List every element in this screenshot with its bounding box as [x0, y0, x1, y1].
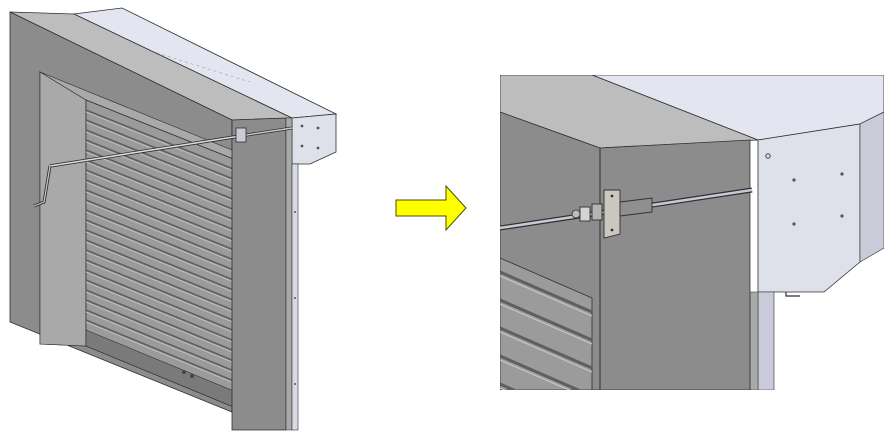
shutter-slat-highlight [85, 301, 237, 365]
shutter-slat-groove [85, 179, 237, 242]
guide-rail-screw [294, 383, 296, 385]
detail-box-bolt [840, 214, 844, 218]
shutter-slat-groove [85, 169, 237, 232]
shutter-slat-highlight [85, 321, 237, 385]
detail-box-side [859, 111, 884, 263]
detail-slat-highlight [500, 331, 593, 373]
arrow-icon [395, 184, 467, 232]
shutter-slat-groove [85, 209, 237, 272]
shutter-slat-highlight [85, 161, 237, 223]
shutter-slat-highlight [85, 251, 237, 314]
roller-box-bolt [300, 124, 304, 128]
shutter-slat-groove [85, 189, 237, 252]
detail-slat-groove [500, 326, 593, 370]
shutter-slat-groove [85, 219, 237, 282]
detail-nut [579, 206, 591, 222]
shutter-slat-groove [85, 149, 237, 212]
wall-right-pier-front [231, 117, 287, 431]
shutter-slat-highlight [85, 201, 237, 264]
detail-slat-highlight [500, 275, 593, 317]
shutter-slat-highlight [85, 131, 237, 193]
overview-panel [9, 7, 338, 431]
shutter-slat-groove [85, 139, 237, 202]
shutter-slat-groove [85, 279, 237, 343]
shutter-slats [85, 109, 237, 385]
opening-reveal-left [39, 71, 87, 347]
bottom-rail-lock [190, 374, 194, 378]
roller-box-bolt [316, 146, 320, 150]
detail-box-hook [785, 292, 800, 297]
crank-bracket [235, 127, 247, 143]
detail-panel [500, 75, 884, 390]
detail-shutter-slats [500, 270, 593, 390]
drive-shaft-highlight [239, 127, 293, 137]
detail-bracket-plate [603, 189, 621, 239]
detail-pier-face [749, 291, 759, 390]
detail-pier [757, 291, 775, 390]
shutter-slat-highlight [85, 271, 237, 334]
shutter-slat-groove [85, 289, 237, 353]
shutter-slat-groove [85, 299, 237, 363]
detail-wall-side [599, 139, 751, 390]
shutter-slat-highlight [85, 121, 237, 183]
roller-box-end [291, 113, 337, 165]
shutter-slat-highlight [85, 211, 237, 274]
shutter-slat-groove [85, 109, 237, 171]
bottom-rail-lock [182, 370, 186, 374]
shutter-slat-groove [85, 129, 237, 192]
shutter-slat-highlight [85, 281, 237, 344]
detail-slat-highlight [500, 359, 571, 390]
detail-slat-highlight [500, 387, 507, 390]
shutter-slat-highlight [85, 261, 237, 324]
shutter-slat-groove [85, 249, 237, 313]
crank-rod-highlight [49, 135, 241, 167]
shutter-slat-groove [85, 309, 237, 373]
detail-bracket-hole [610, 228, 614, 232]
shutter-slat-highlight [85, 151, 237, 213]
shutter-slat-groove [85, 319, 237, 383]
crank-handle-highlight [33, 165, 51, 207]
detail-bracket-hole [610, 194, 614, 198]
roller-box-seam [121, 41, 251, 83]
shutter-slat-groove [85, 239, 237, 302]
detail-slat-groove [500, 354, 582, 390]
wall-right-pier-side [285, 117, 293, 431]
detail-box-bolt [792, 222, 796, 226]
shutter-slat-highlight [85, 111, 237, 173]
roller-box-bolt [300, 144, 304, 148]
shutter-slat-highlight [85, 181, 237, 244]
shutter-slat-highlight [85, 171, 237, 233]
detail-slat-groove [500, 270, 593, 314]
shutter-slat-highlight [85, 191, 237, 254]
detail-box-bolt [840, 172, 844, 176]
detail-coupling [619, 197, 653, 217]
detail-nut [591, 203, 603, 221]
shutter-slat-highlight [85, 231, 237, 294]
detail-washer [571, 209, 581, 219]
shutter-slat-highlight [85, 311, 237, 375]
shutter-slat-groove [85, 269, 237, 333]
roller-box-bolt [316, 126, 320, 130]
detail-box-bolt [765, 153, 771, 159]
detail-box-bolt [792, 178, 796, 182]
shutter-slat-groove [85, 159, 237, 222]
detail-slat-highlight [500, 303, 593, 345]
shutter-slat-highlight [85, 141, 237, 203]
shutter-slat-highlight [85, 241, 237, 304]
shutter-slat-highlight [85, 221, 237, 284]
shutter-slat-groove [85, 199, 237, 262]
guide-rail-screw [294, 297, 296, 299]
guide-rail-screw [294, 211, 296, 213]
shutter-slat-highlight [85, 291, 237, 355]
detail-box-front [757, 123, 861, 293]
detail-slat-groove [500, 298, 593, 342]
shutter-slat-groove [85, 229, 237, 292]
shutter-slat-groove [85, 259, 237, 323]
